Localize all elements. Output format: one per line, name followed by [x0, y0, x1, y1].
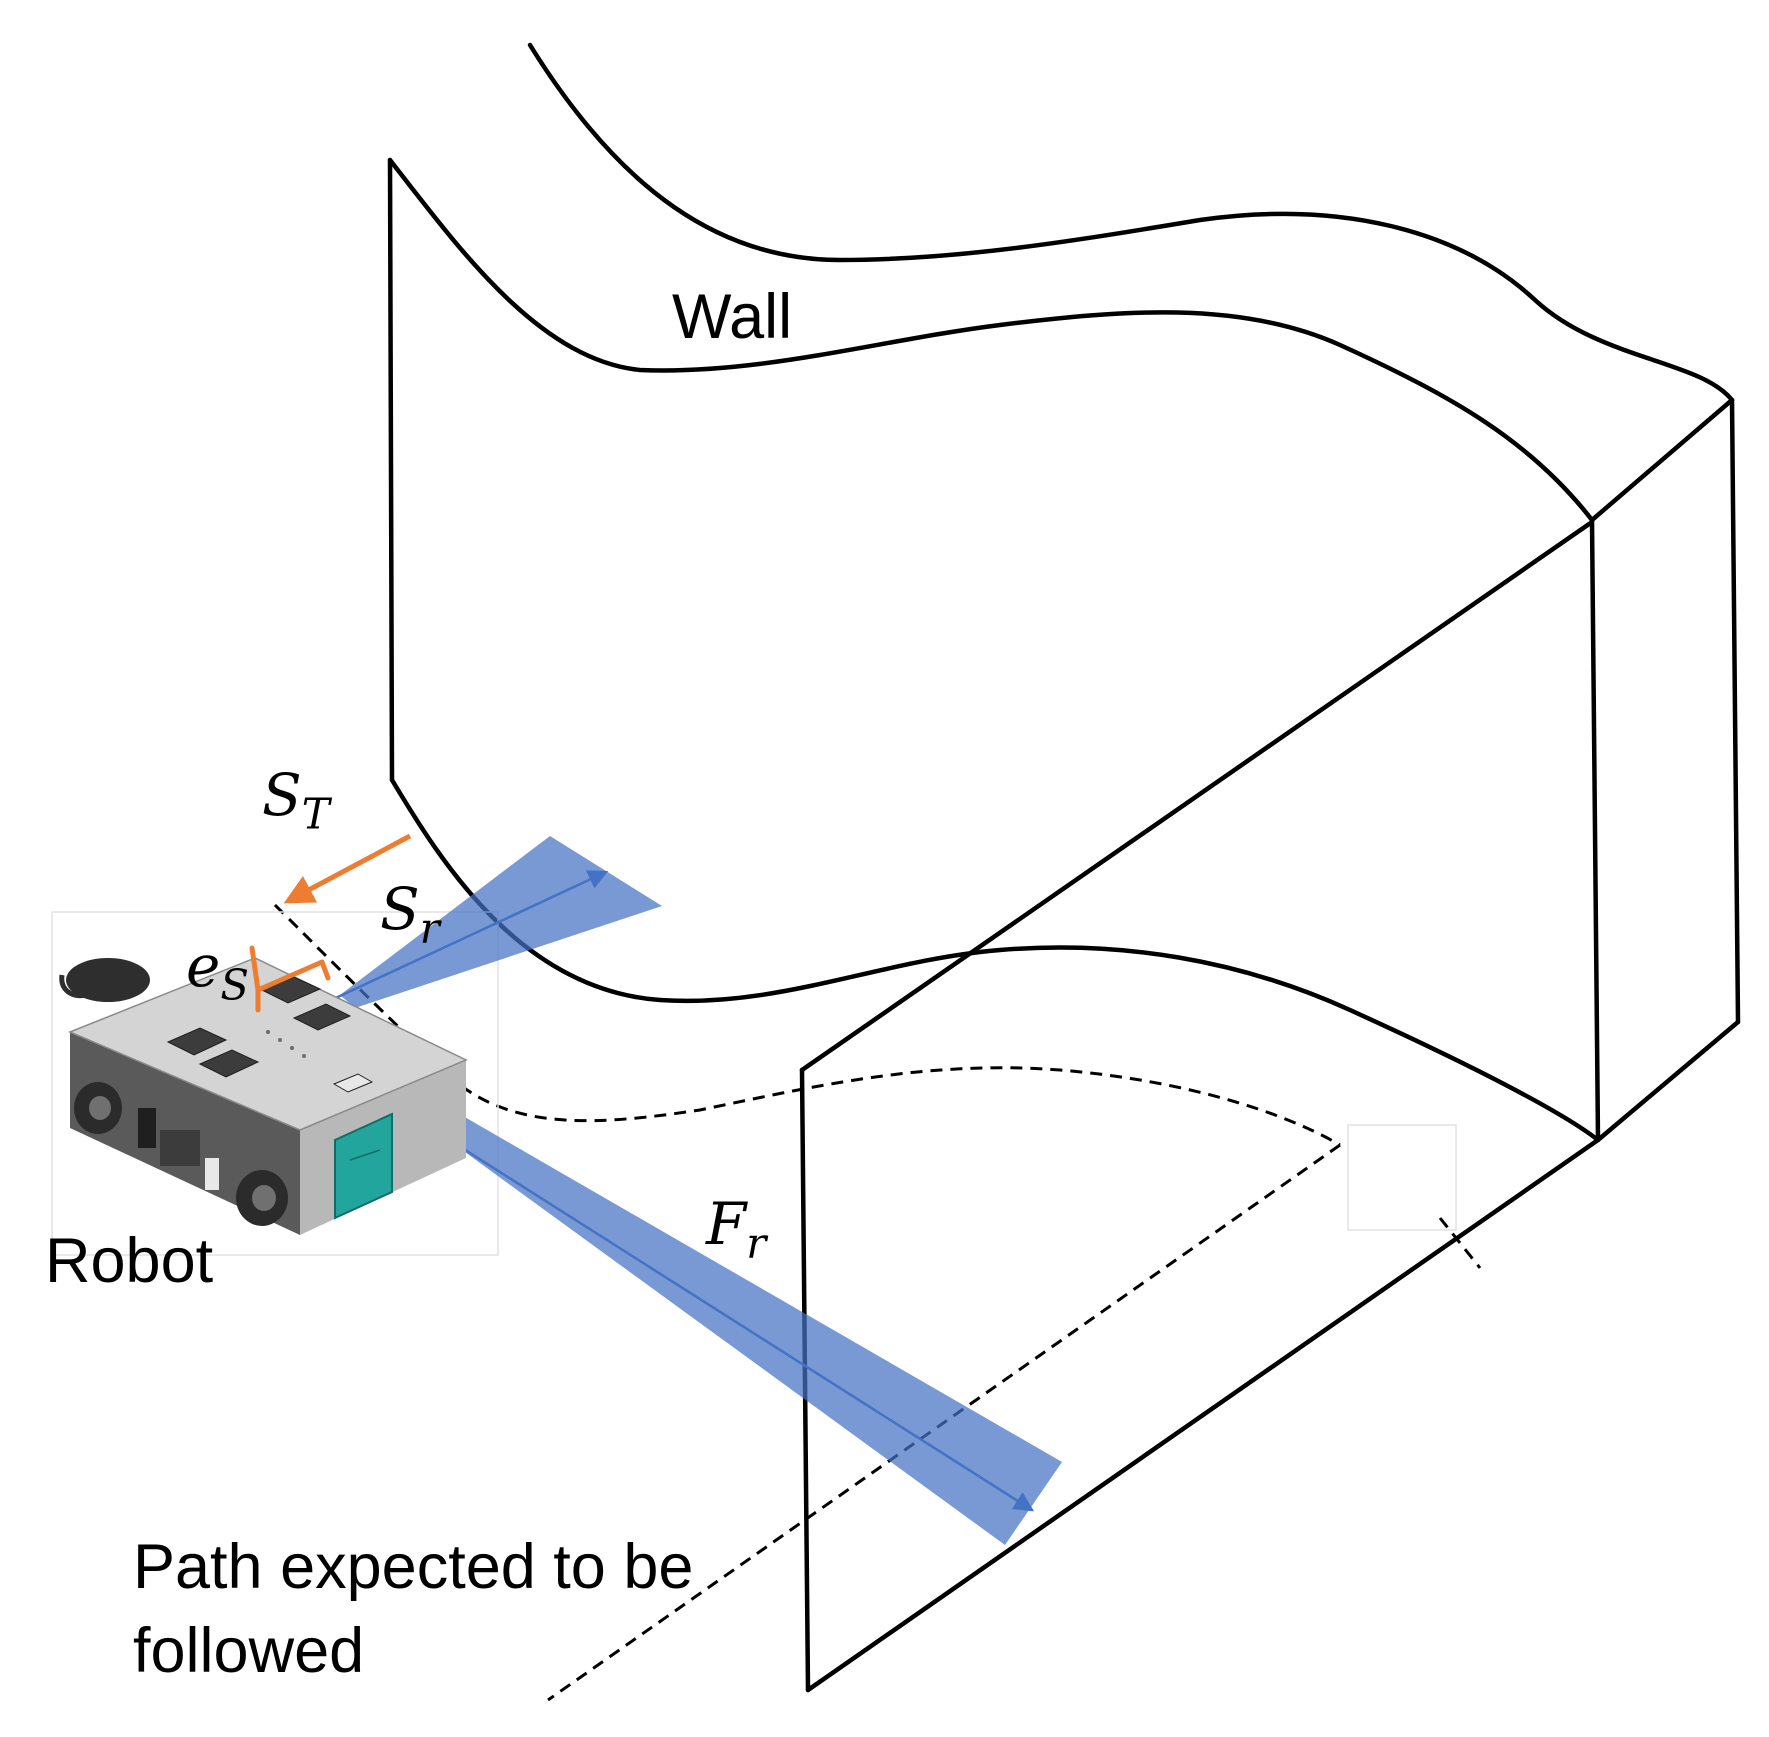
s-t-subscript: T [301, 789, 330, 839]
wall-right-outer-edge [1729, 397, 1741, 1025]
wall-front-top-curve [387, 157, 1595, 523]
robot-rear-cap [66, 958, 150, 1002]
robot-label: Robot [45, 1226, 214, 1296]
f-r-subscript: r [746, 1218, 767, 1268]
s-r-subscript: r [419, 903, 440, 953]
path-label-line2: followed [133, 1616, 365, 1686]
s-r-axis [309, 870, 609, 1012]
wall-bottom-right-connector [1595, 1019, 1741, 1143]
robot-sensor-pads [166, 976, 374, 1093]
s-r-label: Sr [380, 880, 440, 949]
s-t-arrow [283, 833, 412, 904]
robot-rear-wheel [236, 1170, 288, 1226]
f-r-label: Fr [706, 1195, 766, 1264]
robot-illustration [59, 957, 468, 1235]
expected-path-tail [1438, 1217, 1482, 1269]
wall-left-edge [387, 157, 395, 783]
wall-front-bottom-curve [389, 777, 1601, 1143]
wall-structure [387, 42, 1741, 1693]
f-r-symbol: F [706, 1190, 747, 1258]
s-t-label: ST [262, 766, 330, 835]
section-top-diagonal [799, 519, 1595, 1073]
s-r-symbol: S [380, 875, 420, 943]
e-s-subscript: S [220, 960, 249, 1010]
wall-top-right-connector [1589, 397, 1735, 523]
robot-frame [51, 911, 499, 1256]
section-bottom-diagonal [805, 1137, 1601, 1693]
e-s-bracket [249, 945, 331, 1013]
path-label-line1: Path expected to be [133, 1532, 694, 1602]
e-s-label: eS [186, 937, 249, 1006]
wall-right-inner-edge [1589, 517, 1601, 1143]
f-r-beam [340, 1045, 1062, 1545]
wall-back-top-curve [527, 42, 1735, 403]
robot-top [68, 957, 468, 1131]
robot-front-wheel [74, 1082, 122, 1134]
robot-teal-panel [334, 1112, 393, 1220]
marker-box [1347, 1124, 1457, 1231]
e-s-symbol: e [186, 932, 221, 1000]
s-t-symbol: S [262, 761, 302, 829]
wall-label: Wall [672, 282, 793, 352]
